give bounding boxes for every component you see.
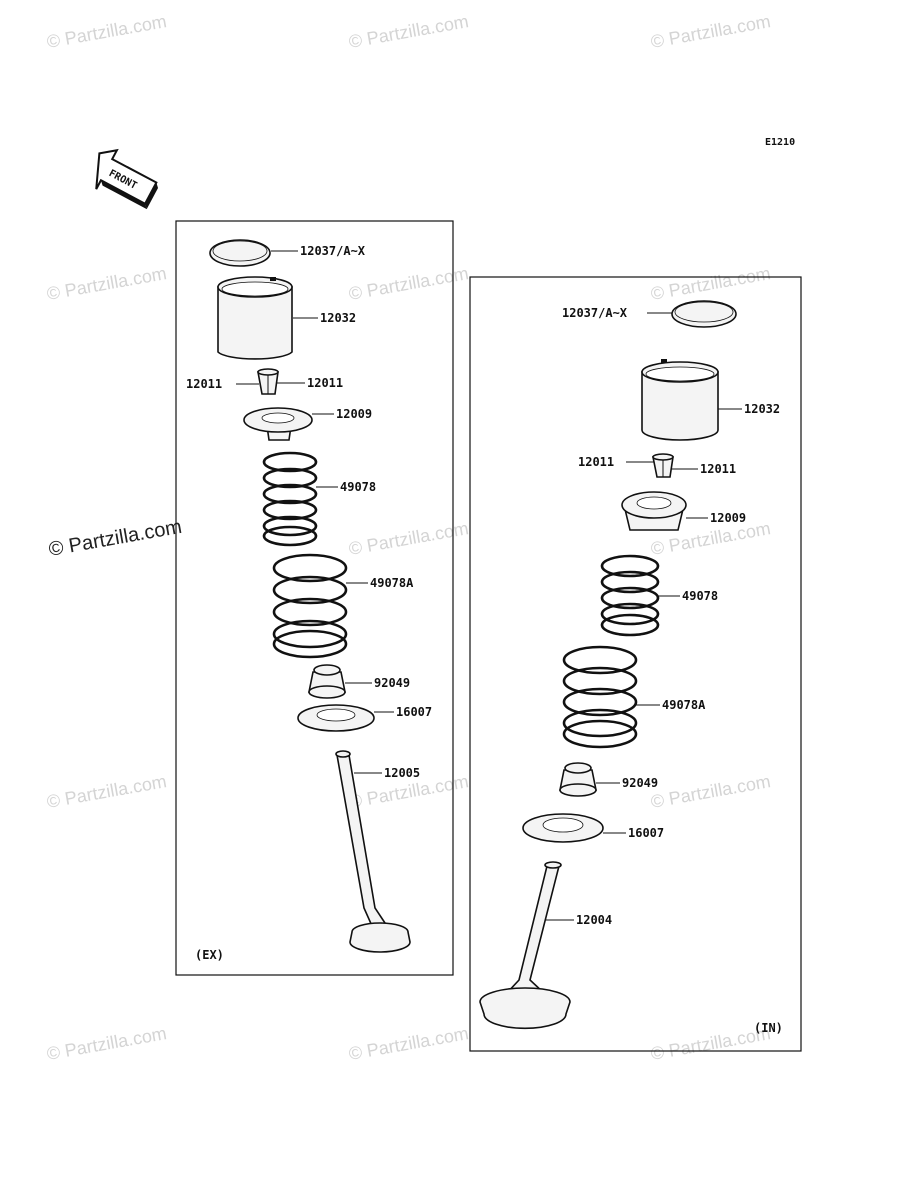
ex-spring-outer <box>272 553 348 659</box>
ex-shim <box>209 239 271 267</box>
ex-seat <box>297 704 375 732</box>
in-shim <box>671 300 737 328</box>
ex-lifter <box>217 276 293 360</box>
watermark: © Partzilla.com <box>347 518 470 559</box>
ex-label-spring-outer: 49078A <box>370 576 414 590</box>
diagram-code: E1210 <box>765 137 795 148</box>
watermark: © Partzilla.com <box>649 263 772 304</box>
in-spring-outer <box>562 645 638 749</box>
ex-valve <box>335 750 411 953</box>
in-label-shim: 12037/A~X <box>562 306 628 320</box>
in-label-lifter: 12032 <box>744 402 780 416</box>
in-seal <box>559 762 597 797</box>
ex-cotters <box>257 368 279 395</box>
ex-label-spring-inner: 49078 <box>340 480 376 494</box>
watermark: © Partzilla.com <box>347 11 470 52</box>
in-seat <box>522 813 604 843</box>
ex-label-valve: 12005 <box>384 766 420 780</box>
ex-label-cotter-right: 12011 <box>307 376 343 390</box>
in-label-cotter-left: 12011 <box>578 455 614 469</box>
in-label-retainer: 12009 <box>710 511 746 525</box>
in-retainer <box>621 491 687 531</box>
in-spring-inner <box>600 554 660 637</box>
in-lifter <box>641 359 719 441</box>
in-valve <box>479 861 571 1030</box>
in-label-spring-inner: 49078 <box>682 589 718 603</box>
in-cotters <box>652 453 674 478</box>
ex-label-cotter-left: 12011 <box>186 377 222 391</box>
in-label-cotter-right: 12011 <box>700 462 736 476</box>
watermark: © Partzilla.com <box>45 11 168 52</box>
in-label-valve: 12004 <box>576 913 612 927</box>
front-arrow-icon: FRONT <box>95 148 159 210</box>
watermark: © Partzilla.com <box>347 263 470 304</box>
watermark: © Partzilla.com <box>347 1023 470 1064</box>
ex-panel: 12037/A~X 12032 12011 12011 12009 49078 … <box>175 220 454 976</box>
watermark: © Partzilla.com <box>649 11 772 52</box>
ex-label-lifter: 12032 <box>320 311 356 325</box>
ex-label-seal: 92049 <box>374 676 410 690</box>
watermark: © Partzilla.com <box>649 771 772 812</box>
in-label-seat: 16007 <box>628 826 664 840</box>
watermark-layer: © Partzilla.com © Partzilla.com © Partzi… <box>45 11 772 1064</box>
ex-seal <box>308 664 346 699</box>
watermark-prominent: © Partzilla.com <box>47 516 184 561</box>
ex-retainer <box>243 407 313 441</box>
in-panel: 12037/A~X 12032 12011 12011 12009 49078 … <box>469 276 802 1052</box>
ex-label-retainer: 12009 <box>336 407 372 421</box>
ex-panel-tag: (EX) <box>195 948 224 962</box>
ex-label-seat: 16007 <box>396 705 432 719</box>
in-label-spring-outer: 49078A <box>662 698 706 712</box>
ex-spring-inner <box>262 451 318 547</box>
watermark: © Partzilla.com <box>45 263 168 304</box>
in-label-seal: 92049 <box>622 776 658 790</box>
watermark: © Partzilla.com <box>45 771 168 812</box>
ex-label-shim: 12037/A~X <box>300 244 366 258</box>
watermark: © Partzilla.com <box>45 1023 168 1064</box>
in-panel-tag: (IN) <box>754 1021 783 1035</box>
